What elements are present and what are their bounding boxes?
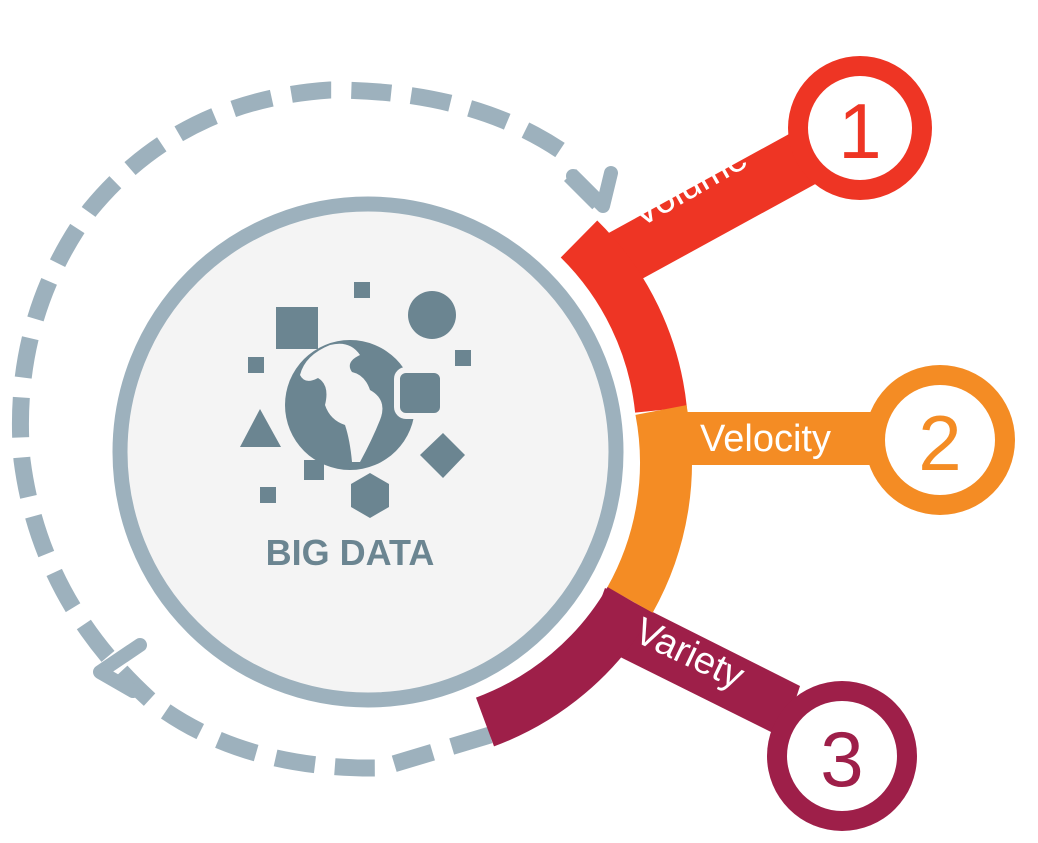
- hexagon-shape: [351, 473, 389, 518]
- badge-1-number: 1: [838, 87, 881, 175]
- square-small-bottom-left: [260, 487, 276, 503]
- circle-shape: [408, 291, 456, 339]
- square-small-left: [248, 357, 264, 373]
- diamond-shape: [420, 433, 465, 478]
- square-small-mid: [304, 460, 324, 480]
- badge-2: 2: [865, 365, 1015, 515]
- volume-arc-segment: [560, 220, 687, 414]
- dashed-arc-main: [11, 81, 565, 777]
- square-small-right: [455, 350, 471, 366]
- globe-with-shapes-icon: [240, 282, 471, 518]
- globe-continents: [300, 343, 383, 462]
- rounded-square: [394, 367, 446, 419]
- badge-1: 1: [788, 56, 932, 200]
- center-title: BIG DATA: [266, 532, 435, 573]
- velocity-connector: [655, 412, 880, 465]
- velocity-label: Velocity: [700, 418, 831, 460]
- velocity-arc-segment: [607, 405, 692, 613]
- volume-connector: [605, 128, 830, 280]
- arrowhead-bottom: [93, 638, 147, 698]
- square-small-top: [354, 282, 370, 298]
- square-top-left: [276, 307, 318, 349]
- badge-3-number: 3: [820, 715, 863, 803]
- segmented-arc: [475, 220, 692, 747]
- badge-2-number: 2: [918, 399, 961, 487]
- variety-arc-segment: [475, 586, 653, 747]
- number-badges: 1 2 3: [767, 56, 1015, 831]
- triangle-shape: [240, 409, 281, 447]
- arrowhead-top: [566, 166, 618, 213]
- badge-3: 3: [767, 681, 917, 831]
- cycle-arrows: [11, 81, 618, 777]
